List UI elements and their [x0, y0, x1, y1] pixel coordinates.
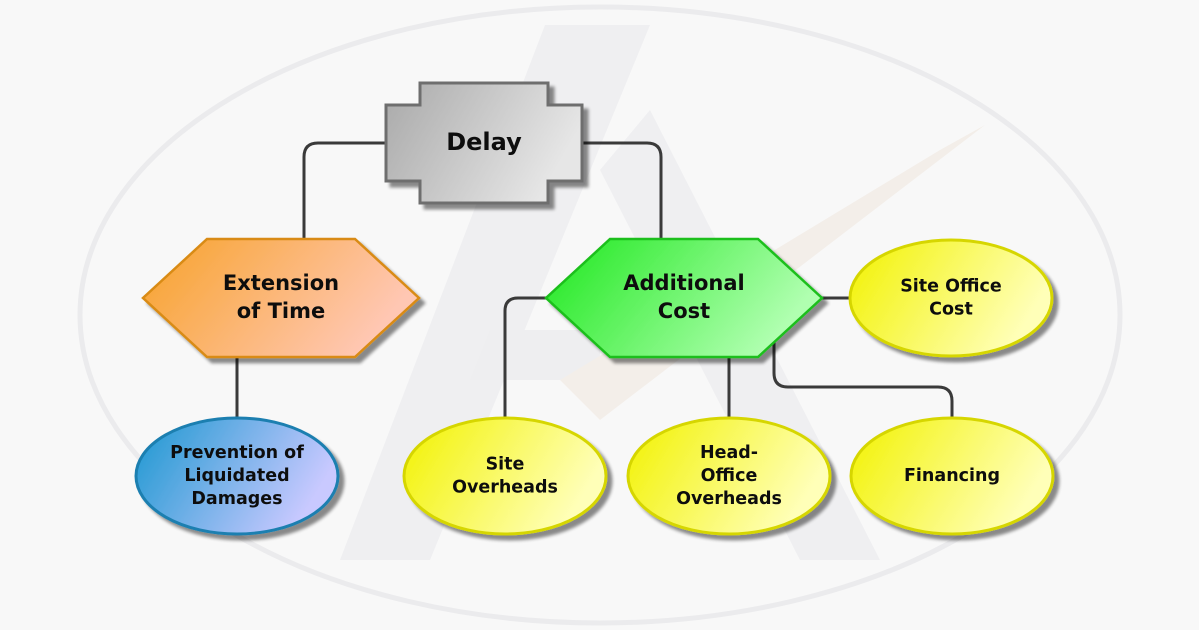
watermark-ring: [77, 4, 1123, 626]
financing-label-line: Financing: [904, 466, 1000, 486]
delay-node[interactable]: Delay: [384, 81, 584, 205]
delay-label-line: Delay: [446, 128, 522, 156]
delay-shape: [384, 81, 584, 205]
site-overheads-label-line: Overheads: [452, 478, 558, 498]
financing-node[interactable]: Financing: [849, 416, 1055, 536]
site-overheads-shape: [402, 416, 608, 536]
additional-cost-label-line: Additional: [623, 271, 745, 295]
site-overheads-label-line: Site: [486, 454, 525, 474]
head-office-overheads-label-line: Overheads: [676, 489, 782, 509]
head-office-overheads-shape: [626, 416, 832, 536]
site-office-cost-label-line: Cost: [929, 300, 973, 320]
prevention-of-liquidated-damages-shape: [134, 416, 340, 536]
connector-delay-to-extension: [302, 141, 385, 240]
prevention-of-liquidated-damages-label-line: Prevention of: [170, 443, 304, 463]
prevention-of-liquidated-damages-label-line: Liquidated: [184, 466, 289, 486]
connector-delay-to-additional-cost: [583, 141, 663, 240]
extension-of-time-label-line: Extension: [223, 271, 339, 295]
prevention-of-liquidated-damages-label-line: Damages: [191, 489, 282, 509]
watermark-a-bar: [470, 330, 600, 380]
connector-cost-to-site-overheads: [503, 296, 546, 418]
head-office-overheads-label-line: Head-: [700, 443, 758, 463]
connectors: [235, 141, 954, 418]
extension-of-time-shape: [141, 237, 421, 359]
financing-shape: [849, 416, 1055, 536]
connector-cost-to-financing: [772, 342, 954, 418]
head-office-overheads-label-line: Office: [701, 466, 758, 486]
site-office-cost-shape: [848, 238, 1054, 358]
site-office-cost-label-line: Site Office: [900, 276, 1002, 296]
additional-cost-label-line: Cost: [658, 299, 710, 323]
additional-cost-shape: [544, 237, 824, 359]
extension-of-time-label-line: of Time: [237, 299, 326, 323]
extension-of-time-node[interactable]: Extension of Time: [141, 237, 421, 359]
